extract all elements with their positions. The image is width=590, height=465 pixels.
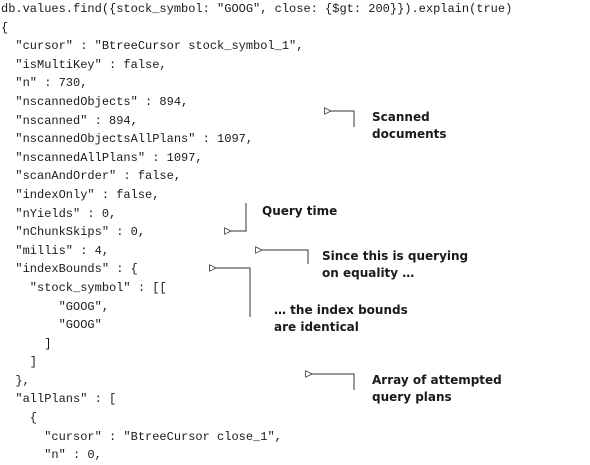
code-line: ] — [1, 336, 52, 351]
code-line: "allPlans" : [ — [1, 392, 117, 407]
all-plans-annotation: Array of attempted query plans — [372, 373, 502, 404]
scanned-arrow — [331, 111, 355, 127]
code-line: db.values.find({stock_symbol: "GOOG", cl… — [1, 2, 513, 16]
code-line: "n" : 730, — [1, 76, 88, 91]
code-line: "cursor" : "BtreeCursor stock_symbol_1", — [1, 39, 304, 54]
code-line: "nscannedAllPlans" : 1097, — [1, 150, 203, 165]
plans-arrow — [312, 374, 355, 390]
code-line: "millis" : 4, — [1, 243, 110, 258]
bounds-arrow — [216, 268, 251, 317]
code-line: "nscannedObjectsAllPlans" : 1097, — [1, 132, 254, 147]
query-time-arrow — [231, 203, 247, 231]
code-line: "nChunkSkips" : 0, — [1, 225, 146, 240]
code-line: "nscanned" : 894, — [1, 113, 138, 128]
code-line: "GOOG", — [1, 299, 110, 314]
code-line: { — [1, 411, 38, 426]
query-time-annotation: Query time — [262, 204, 338, 218]
code-line: "GOOG" — [1, 318, 102, 333]
equality-arrow — [262, 250, 309, 264]
code-line: "scanAndOrder" : false, — [1, 169, 182, 184]
equality-annotation: Since this is querying on equality … — [322, 249, 469, 280]
index-bounds-annotation: … the index bounds are identical — [274, 303, 408, 334]
callout-arrows — [0, 0, 355, 390]
code-line: ] — [1, 355, 38, 370]
code-line: "nYields" : 0, — [1, 206, 117, 221]
code-line: "indexBounds" : { — [1, 262, 138, 277]
code-line: "stock_symbol" : [[ — [1, 280, 167, 295]
code-line: "indexOnly" : false, — [1, 187, 160, 202]
code-line: "nscannedObjects" : 894, — [1, 94, 189, 109]
code-line: "isMultiKey" : false, — [1, 57, 167, 72]
code-line: "n" : 0, — [1, 448, 102, 463]
code-line: }, — [1, 373, 30, 388]
scanned-documents-annotation: Scanned documents — [372, 110, 447, 141]
code-line: { — [1, 20, 9, 35]
